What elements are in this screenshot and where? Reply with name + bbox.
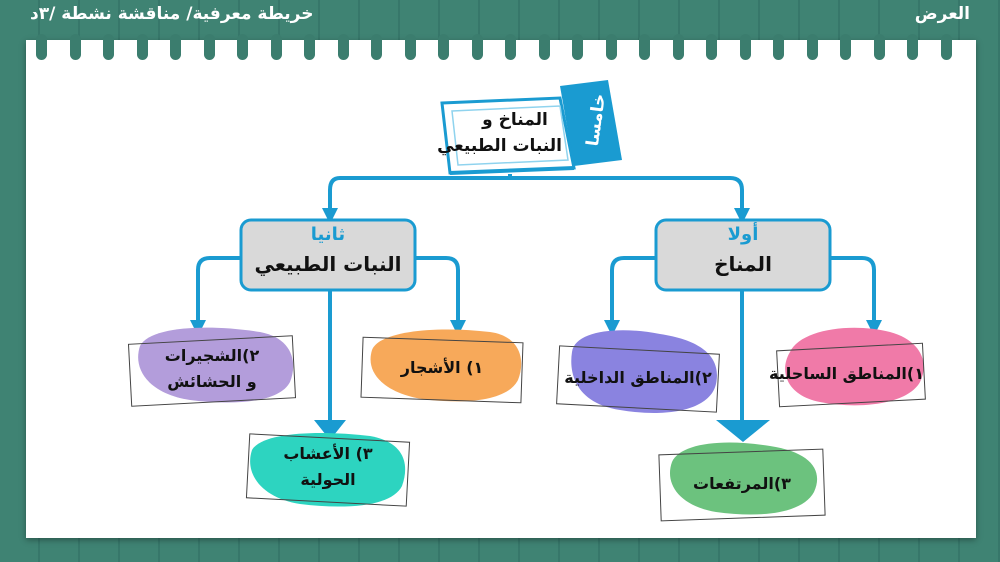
inland-regions-label: ٢)المناطق الداخلية — [564, 368, 712, 387]
connector-to-shrubs — [190, 256, 248, 336]
climate-tag: أولا — [727, 224, 759, 245]
binding-ring — [840, 34, 851, 60]
herbs-blob — [250, 432, 406, 507]
arrowhead-herbs — [314, 420, 346, 440]
connector-to-inland — [604, 256, 660, 336]
binding-ring — [672, 34, 684, 60]
herbs-frame — [245, 433, 411, 507]
connector-to-trees — [414, 256, 466, 336]
binding-ring — [237, 34, 248, 60]
highlands-label: ٣)المرتفعات — [693, 474, 791, 493]
binding-ring — [873, 34, 885, 60]
binding-ring — [773, 34, 784, 60]
trees-blob — [370, 329, 522, 402]
binding-ring — [572, 34, 583, 60]
book-title-line1: المناخ و — [482, 110, 548, 130]
climate-title: المناخ — [714, 252, 772, 276]
binding-ring — [438, 34, 449, 60]
shrubs-blob — [138, 327, 294, 403]
connector-to-climate — [510, 176, 750, 224]
binding-ring — [69, 34, 81, 60]
binding-ring — [940, 34, 952, 60]
shrubs-label-line2: و الحشائش — [167, 372, 257, 391]
connector-to-coastal — [828, 256, 882, 336]
inland-blob — [571, 330, 717, 413]
coastal-frame — [776, 342, 926, 408]
binding-ring — [270, 34, 282, 60]
binding-ring — [136, 34, 148, 60]
plants-box — [239, 218, 417, 292]
trees-label: ١) الأشجار — [400, 358, 484, 377]
herbs-label-line2: الحولية — [300, 470, 356, 489]
coastal-regions-label: ١)المناطق الساحلية — [769, 364, 924, 383]
binding-ring — [304, 34, 315, 60]
binding-ring — [806, 34, 818, 60]
binding-ring — [706, 34, 717, 60]
arrowhead-highlands — [716, 420, 770, 442]
plants-title: النبات الطبيعي — [254, 252, 402, 276]
binding-ring — [203, 34, 215, 60]
plants-tag: ثانيا — [310, 224, 346, 245]
trees-frame — [360, 336, 524, 404]
spiral-binding — [26, 34, 976, 64]
binding-ring — [471, 34, 483, 60]
shrubs-label-line1: ٢)الشجيرات — [164, 346, 260, 365]
binding-ring — [739, 34, 751, 60]
inland-frame — [556, 345, 720, 413]
coastal-blob — [785, 327, 924, 406]
book-title-line2: النبات الطبيعي — [437, 136, 562, 156]
binding-ring — [404, 34, 416, 60]
binding-ring — [538, 34, 550, 60]
herbs-label-line1: ٣) الأعشاب — [283, 444, 373, 463]
header-title: العرض — [914, 4, 970, 24]
binding-ring — [505, 34, 516, 60]
binding-ring — [605, 34, 617, 60]
connector-lines — [190, 174, 882, 420]
climate-box — [654, 218, 832, 292]
header-activity-label: خريطة معرفية/ مناقشة نشطة /٣د — [30, 4, 314, 24]
connector-to-plants — [322, 174, 512, 224]
binding-ring — [36, 34, 47, 60]
binding-ring — [103, 34, 114, 60]
binding-ring — [639, 34, 650, 60]
book-icon — [440, 80, 622, 175]
binding-ring — [907, 34, 918, 60]
highlands-blob — [669, 442, 818, 515]
highlands-frame — [658, 448, 826, 522]
binding-ring — [170, 34, 181, 60]
binding-ring — [371, 34, 382, 60]
binding-ring — [337, 34, 349, 60]
shrubs-frame — [127, 335, 297, 407]
